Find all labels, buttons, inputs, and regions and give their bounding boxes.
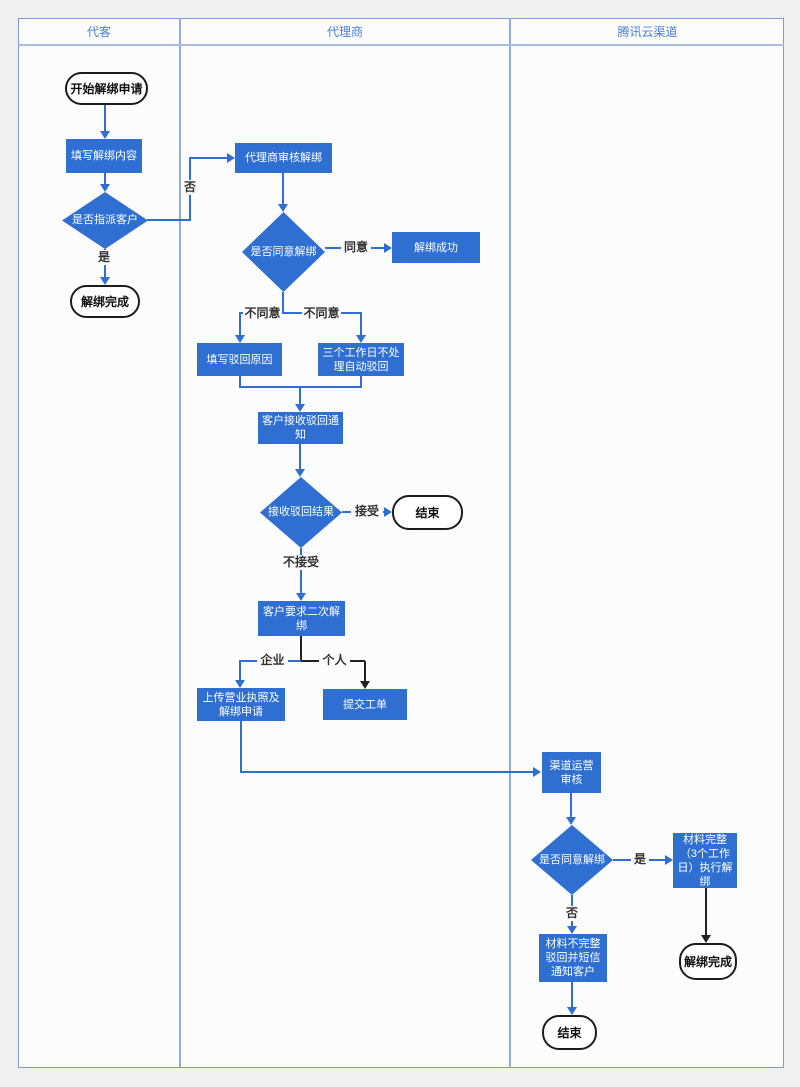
arrow-down-icon <box>100 277 110 285</box>
edge-upload-down <box>240 721 242 772</box>
node-start: 开始解绑申请 <box>65 72 148 105</box>
edge-enterprise-v <box>239 661 241 680</box>
arrow-down-icon <box>235 335 245 343</box>
edge-disagree-stem <box>282 292 284 313</box>
lane-header-customer: 代客 <box>86 24 111 39</box>
node-fill-reject-reason: 填写驳回原因 <box>197 343 282 376</box>
edge-disagree-left-v <box>239 313 241 336</box>
edge-complete-to-done <box>705 888 707 935</box>
edge-decision-no-h2 <box>190 157 227 159</box>
edge-label-yes-1: 是 <box>95 250 113 265</box>
arrow-down-icon <box>356 335 366 343</box>
node-auto-reject: 三个工作日不处理自动驳回 <box>318 343 404 376</box>
arrow-down-icon <box>296 593 306 601</box>
edge-label-disagree-left: 不同意 <box>243 306 282 321</box>
header-divider <box>18 44 784 46</box>
edge-label-no-1: 否 <box>181 180 199 195</box>
edge-review-to-decision <box>282 173 284 205</box>
node-agent-review: 代理商审核解绑 <box>235 143 332 173</box>
edge-channel-to-decision <box>570 793 572 817</box>
arrow-down-icon <box>295 404 305 412</box>
arrow-right-icon <box>665 855 673 865</box>
edge-start-to-fill <box>104 105 106 132</box>
arrow-down-icon <box>100 131 110 139</box>
arrow-right-icon <box>384 243 392 253</box>
edge-label-accept: 接受 <box>351 504 383 519</box>
node-channel-ops-review: 渠道运营审核 <box>542 752 601 793</box>
edge-label-disagree-right: 不同意 <box>302 306 341 321</box>
arrow-right-icon <box>384 507 392 517</box>
arrow-down-icon <box>360 681 370 689</box>
edge-disagree-right-v <box>360 313 362 336</box>
node-end-2: 结束 <box>542 1015 597 1050</box>
edge-disagree-split <box>239 312 362 314</box>
edge-personal-v <box>364 661 366 681</box>
edge-label-not-accept: 不接受 <box>279 555 323 570</box>
edge-merge-down <box>299 387 301 404</box>
edge-label-agree: 同意 <box>341 240 371 255</box>
edge-label-enterprise: 企业 <box>257 653 288 668</box>
edge-label-personal: 个人 <box>319 653 350 668</box>
node-submit-ticket: 提交工单 <box>323 689 407 720</box>
edge-label-yes-2: 是 <box>631 852 649 867</box>
lane-header-agent: 代理商 <box>326 24 363 39</box>
arrow-right-icon <box>227 153 235 163</box>
arrow-down-icon <box>278 204 288 212</box>
lane-divider-2 <box>509 18 511 1067</box>
arrow-down-icon <box>295 469 305 477</box>
edge-upload-to-channel <box>240 771 533 773</box>
arrow-down-icon <box>100 184 110 192</box>
arrow-down-icon <box>567 1007 577 1015</box>
arrow-right-icon <box>533 767 541 777</box>
diagram-frame <box>18 18 784 1068</box>
edge-label-no-2: 否 <box>563 906 581 921</box>
edge-notice-to-result <box>299 444 301 469</box>
node-material-incomplete-reject: 材料不完整驳回并短信通知客户 <box>539 934 607 982</box>
edge-not-accept-v <box>300 548 302 593</box>
edge-merge-right-v <box>360 376 362 388</box>
edge-incomplete-to-end <box>571 982 573 1007</box>
edge-fill-to-decision <box>104 173 106 185</box>
edge-decision-no-h <box>147 219 191 221</box>
arrow-down-icon <box>235 680 245 688</box>
node-end-1: 结束 <box>392 495 463 530</box>
node-receive-reject-notice: 客户接收驳回通知 <box>258 412 343 444</box>
node-upload-business-license: 上传营业执照及解绑申请 <box>197 688 285 721</box>
node-fill-unbind-content: 填写解绑内容 <box>66 139 142 173</box>
edge-merge-left-v <box>239 376 241 388</box>
lane-divider-1 <box>179 18 181 1067</box>
node-unbind-done-2: 解绑完成 <box>679 943 737 980</box>
arrow-down-icon <box>566 817 576 825</box>
lane-header-tencent-channel: 腾讯云渠道 <box>617 24 678 39</box>
node-unbind-success: 解绑成功 <box>392 232 480 263</box>
edge-second-unbind-stem <box>300 636 302 661</box>
node-unbind-done-1: 解绑完成 <box>70 285 140 318</box>
arrow-down-icon <box>567 926 577 934</box>
node-material-complete-execute: 材料完整（3个工作日）执行解绑 <box>673 833 737 888</box>
node-second-unbind-request: 客户要求二次解绑 <box>258 601 345 636</box>
arrow-down-icon <box>701 935 711 943</box>
